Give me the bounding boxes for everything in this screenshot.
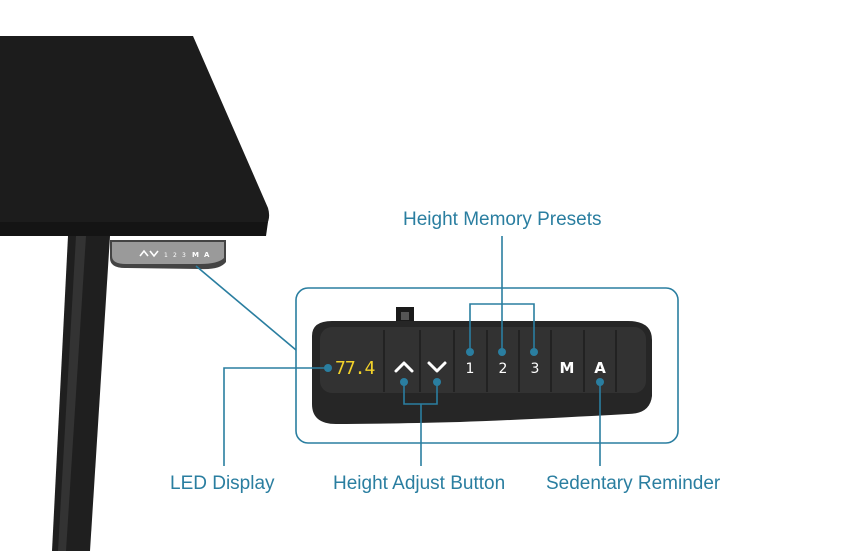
small-key-m: M xyxy=(192,251,199,259)
presets-leader xyxy=(469,236,535,352)
preset-1-key[interactable]: 1 xyxy=(466,361,475,377)
chevron-down-icon[interactable] xyxy=(427,361,447,373)
small-chevron-up-icon xyxy=(139,249,149,257)
memory-key[interactable]: M xyxy=(560,359,575,377)
desktop xyxy=(0,36,270,236)
preset-2-key[interactable]: 2 xyxy=(499,361,508,377)
callout-height-adjust-button: Height Adjust Button xyxy=(333,473,506,494)
chevron-up-icon[interactable] xyxy=(394,361,414,373)
small-key-2: 2 xyxy=(173,252,177,259)
cable-plug xyxy=(396,307,414,323)
led-leader xyxy=(223,367,328,466)
control-panel xyxy=(312,321,652,424)
callout-sedentary-reminder: Sedentary Reminder xyxy=(546,473,721,494)
small-chevron-down-icon xyxy=(149,250,159,258)
zoom-box xyxy=(295,287,679,444)
preset-3-key[interactable]: 3 xyxy=(531,361,540,377)
preset-3-marker xyxy=(530,348,538,356)
adjust-down-marker xyxy=(433,378,441,386)
desk-leg-shade xyxy=(58,236,86,551)
small-key-3: 3 xyxy=(182,252,186,259)
small-key-a: A xyxy=(204,251,210,259)
sedentary-marker xyxy=(596,378,604,386)
led-marker xyxy=(324,364,332,372)
preset-2-marker xyxy=(498,348,506,356)
preset-1-marker xyxy=(466,348,474,356)
alarm-key[interactable]: A xyxy=(594,359,606,377)
desktop-edge xyxy=(0,222,268,236)
callout-led-display: LED Display xyxy=(170,473,275,494)
led-readout: 77.4 xyxy=(335,358,375,379)
small-key-1: 1 xyxy=(164,252,168,259)
callout-height-memory-presets: Height Memory Presets xyxy=(403,209,602,230)
adjust-leader xyxy=(403,382,438,466)
adjust-up-marker xyxy=(400,378,408,386)
zoom-leader-line xyxy=(195,265,297,351)
small-control-panel: 1 2 3 M A xyxy=(110,240,226,270)
